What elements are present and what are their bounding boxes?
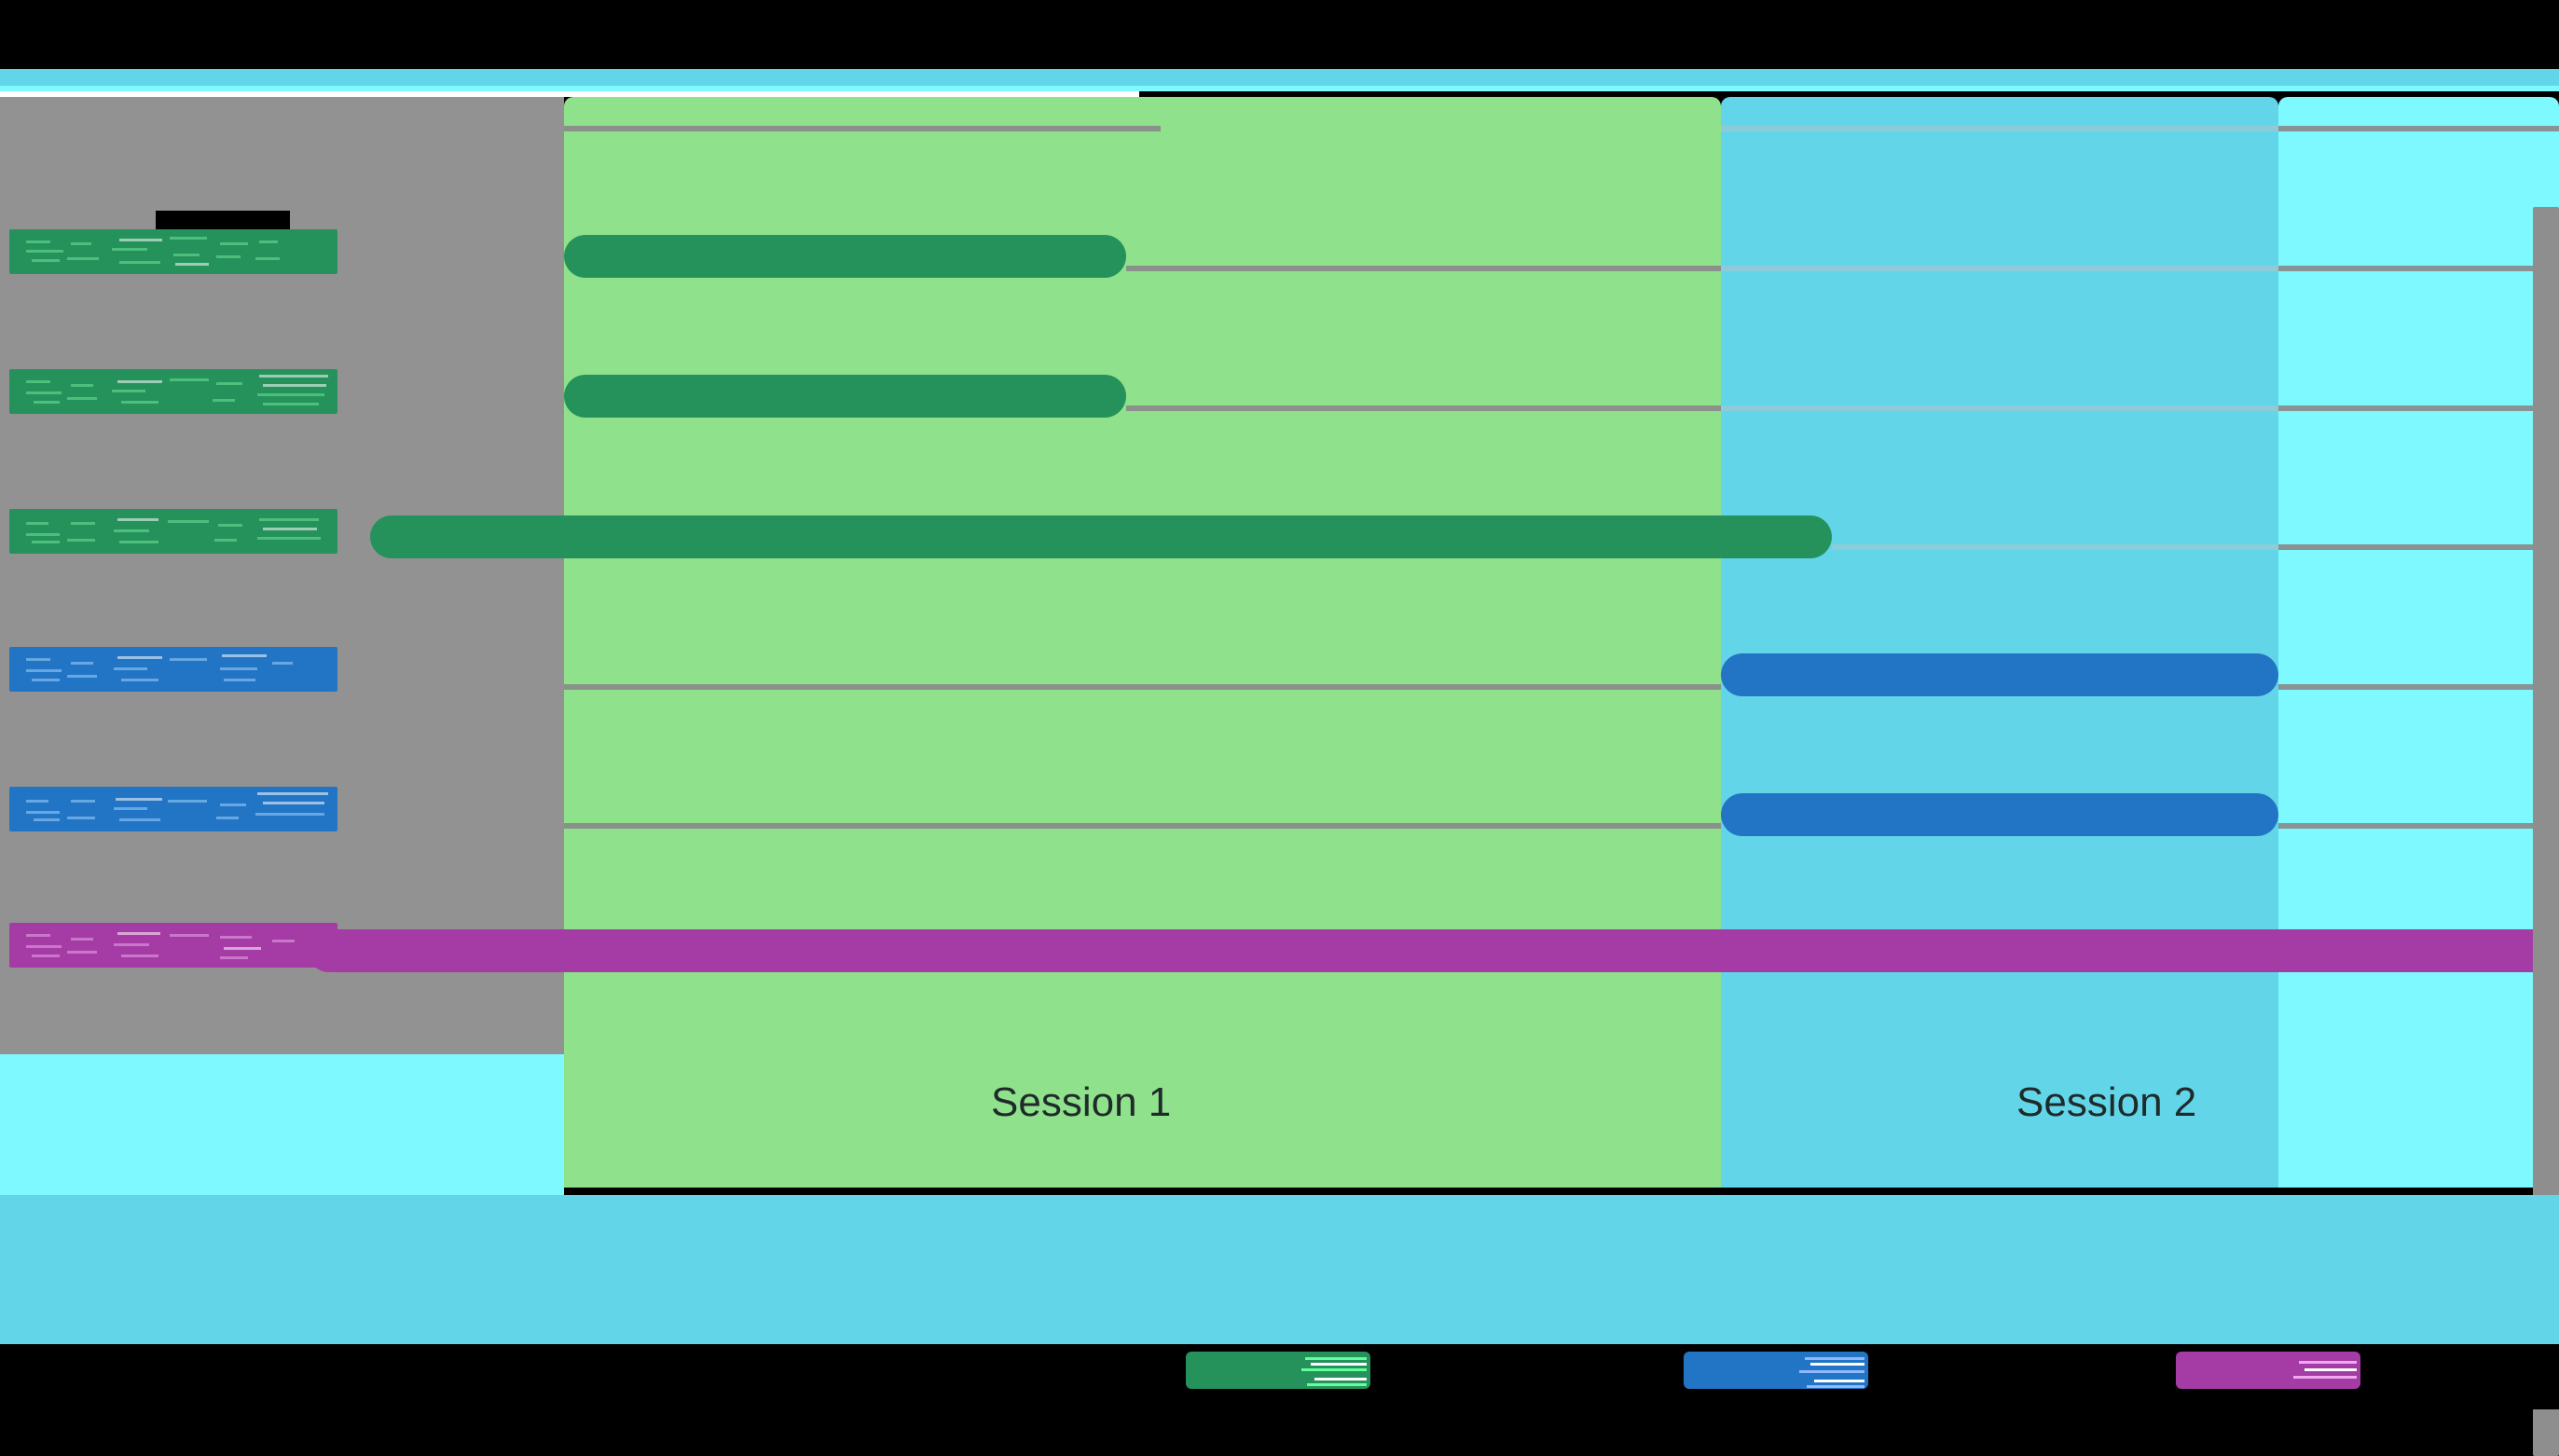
- connector-line: [2278, 126, 2559, 131]
- connector-line: [2278, 544, 2559, 550]
- connector-line: [2278, 266, 2559, 271]
- connector-line: [1832, 544, 2278, 550]
- row-label-b1[interactable]: [9, 647, 337, 692]
- session-band-1-label: Session 1: [991, 1079, 1172, 1125]
- obscured-text-glyphs: [9, 229, 337, 274]
- obscured-text-glyphs: [9, 923, 337, 968]
- connector-line: [1126, 405, 1721, 411]
- legend-item-data-set-b[interactable]: [1684, 1352, 1868, 1389]
- row-label-b2[interactable]: [9, 787, 337, 831]
- connector-line: [2278, 684, 2559, 690]
- top-white-divider: [0, 91, 1139, 97]
- legend-item-data-set-c[interactable]: [2176, 1352, 2360, 1389]
- task-bar-c1[interactable]: [308, 929, 2559, 972]
- connector-line: [564, 126, 1161, 131]
- connector-line: [564, 684, 1721, 690]
- session-band-2-label: Session 2: [2016, 1079, 2197, 1125]
- obscured-text-glyphs: [9, 787, 337, 831]
- task-bar-b1[interactable]: [1721, 653, 2278, 696]
- top-accent-strip: [0, 69, 2559, 86]
- chart-root: Session 1 Session 2: [0, 69, 2559, 1456]
- task-bar-a3[interactable]: [370, 515, 1832, 558]
- chart-legend: [0, 1344, 2559, 1409]
- row-label-a3[interactable]: [9, 509, 337, 554]
- row-label-a1[interactable]: [9, 229, 337, 274]
- session-band-3: [2278, 97, 2559, 1188]
- obscured-text-glyphs: [9, 369, 337, 414]
- connector-line: [2278, 823, 2559, 829]
- session-band-1: Session 1: [564, 97, 1721, 1188]
- connector-line: [1721, 266, 2278, 271]
- task-bar-a1[interactable]: [564, 235, 1126, 278]
- connector-line: [1126, 266, 1721, 271]
- connector-line: [1721, 405, 2278, 411]
- connector-line: [564, 823, 1721, 829]
- plot-area: Session 1 Session 2: [0, 97, 2559, 1292]
- row-label-a2[interactable]: [9, 369, 337, 414]
- obscured-text-glyphs: [9, 647, 337, 692]
- bottom-accent-band: [0, 1195, 2559, 1344]
- connector-line: [1721, 126, 2278, 131]
- legend-item-data-set-a[interactable]: [1186, 1352, 1370, 1389]
- session-band-2: Session 2: [1721, 97, 2278, 1188]
- label-column-gutter: [545, 97, 564, 1054]
- task-bar-a2[interactable]: [564, 375, 1126, 418]
- vertical-scrollbar-track[interactable]: [2533, 97, 2559, 1456]
- obscured-text-glyphs: [9, 509, 337, 554]
- top-accent-strip-light: [0, 86, 2559, 91]
- connector-line: [2278, 405, 2559, 411]
- row-label-c1[interactable]: [9, 923, 337, 968]
- task-bar-b2[interactable]: [1721, 793, 2278, 836]
